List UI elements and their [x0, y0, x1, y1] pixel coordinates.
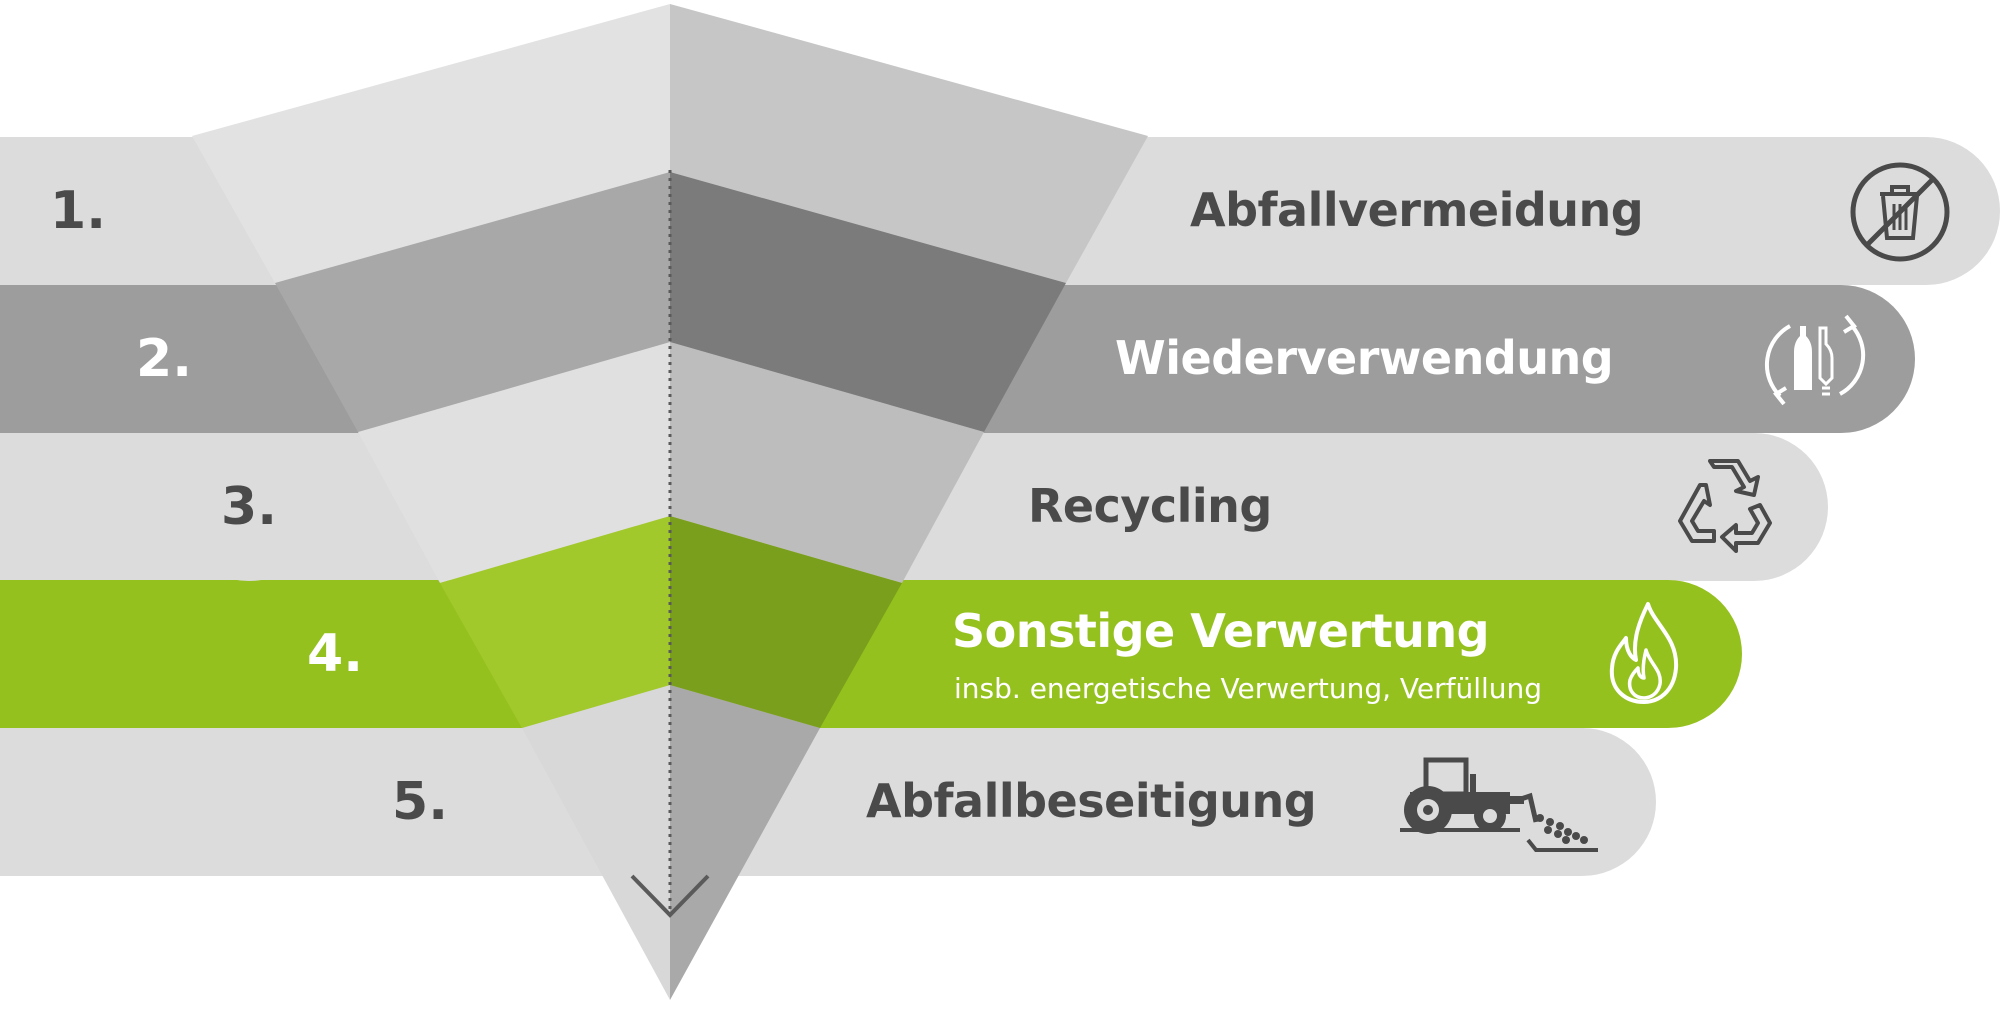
- no-trash-icon: [1850, 162, 1950, 262]
- step-1-number: 1.: [4, 137, 152, 285]
- funnel-band-4-left: [440, 516, 670, 728]
- funnel-band-3-right: [670, 342, 984, 583]
- recycling-icon: [1678, 459, 1772, 553]
- step-3-number: 3.: [175, 433, 323, 581]
- tractor-icon: [1400, 757, 1598, 852]
- step-2-label: Wiederverwendung: [1115, 331, 1614, 385]
- funnel-band-1-right: [670, 4, 1148, 283]
- flame-icon: [1609, 602, 1679, 704]
- step-3-label: Recycling: [1028, 479, 1272, 533]
- funnel-band-1-left: [192, 4, 670, 283]
- step-4-sublabel: insb. energetische Verwertung, Verfüllun…: [954, 672, 1543, 705]
- funnel-band-2-left: [275, 172, 670, 432]
- step-1-label: Abfallvermeidung: [1190, 183, 1644, 237]
- funnel-arrow-icon: [630, 874, 710, 918]
- funnel-band-2-right: [670, 172, 1066, 432]
- reuse-bottles-icon: [1764, 314, 1866, 406]
- funnel-band-4-right: [670, 516, 902, 728]
- funnel-band-3-left: [358, 342, 670, 583]
- step-4-number: 4.: [261, 580, 409, 728]
- step-5-label: Abfallbeseitigung: [866, 774, 1317, 828]
- step-4-label: Sonstige Verwertung: [952, 604, 1490, 658]
- step-5-bar: [0, 728, 1656, 876]
- step-5-number: 5.: [346, 728, 494, 876]
- funnel-band-5-right: [670, 685, 820, 1000]
- funnel-band-5-left: [522, 685, 670, 1000]
- step-2-number: 2.: [90, 285, 238, 433]
